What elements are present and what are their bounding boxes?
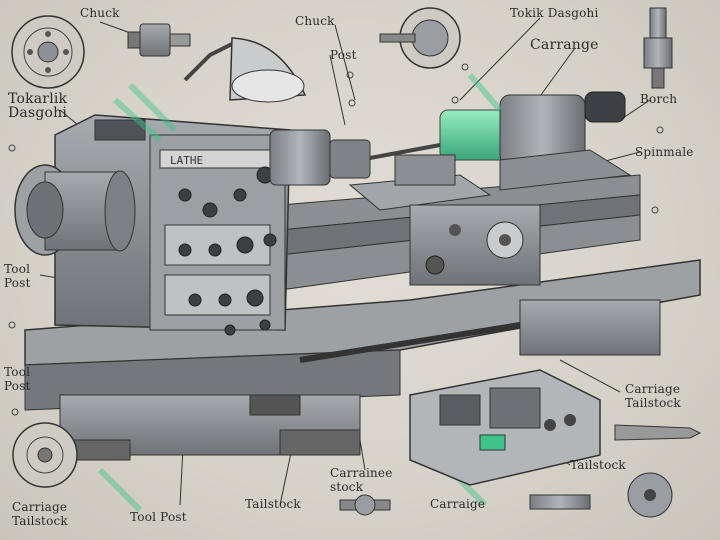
label-tokik-dasgohi: Tokik Dasgohi — [510, 6, 599, 20]
label-carrainee-stock: Carrainee stock — [330, 466, 393, 494]
bottom-parts-drawing — [12, 422, 702, 518]
lathe-bed-base — [24, 259, 701, 461]
label-tool-post-left-2: Tool Post — [4, 365, 31, 393]
label-tailstock-bottom: Tailstock — [245, 497, 301, 511]
spindle-part-drawing — [643, 7, 673, 89]
label-tool-post-left: Tool Post — [4, 262, 31, 290]
chuck-disc-drawing — [11, 15, 85, 89]
label-carrange: Carrange — [530, 37, 599, 53]
top-wheel-drawing — [379, 7, 461, 69]
label-tokarlik-dasgohi: Tokarlik Dasgohi — [8, 91, 68, 121]
label-carriage-tailstock-left: Carriage Tailstock — [12, 500, 68, 528]
label-carriage-tailstock-right: Carriage Tailstock — [625, 382, 681, 410]
control-panel-drawing — [409, 369, 601, 486]
headstock-knobs — [178, 166, 277, 336]
machine-plate-text: LATHE — [170, 154, 203, 167]
spindle-chuck-drawing — [269, 129, 441, 186]
tailstock-drawing — [439, 91, 632, 191]
label-borch: Borch — [640, 92, 678, 106]
label-chuck-top-center: Chuck — [295, 14, 335, 28]
label-tailstock-right: Tailstock — [570, 458, 626, 472]
label-carraige-bottom: Carraige — [430, 497, 486, 511]
label-post: Post — [330, 48, 357, 62]
carriage-drawing — [348, 154, 541, 286]
motor-drum-drawing — [14, 164, 136, 256]
chuck-part-drawing — [127, 23, 191, 57]
label-chuck-top-left: Chuck — [80, 6, 120, 20]
label-tool-post-bottom: Tool Post — [130, 510, 187, 524]
label-spinmale: Spinmale — [635, 145, 694, 159]
lamp-drawing — [183, 37, 307, 103]
